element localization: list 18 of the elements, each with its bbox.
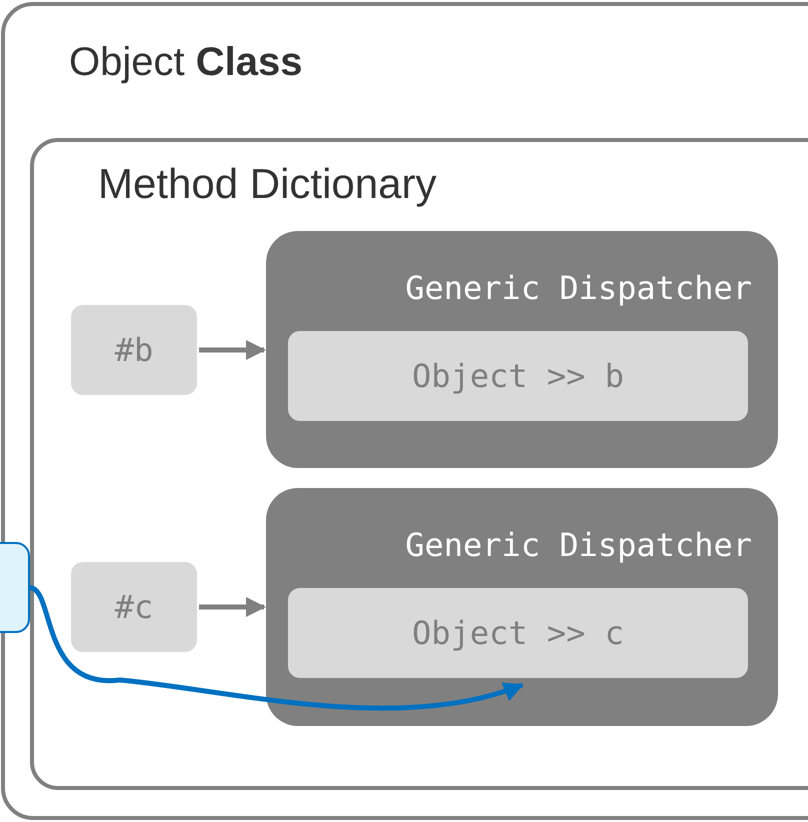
dispatcher-title: Generic Dispatcher	[405, 526, 752, 564]
class-title: Object Class	[69, 40, 302, 85]
arrow	[199, 597, 266, 617]
arrow	[28, 585, 524, 711]
dictionary-title: Method Dictionary	[98, 160, 436, 208]
method-box	[288, 588, 748, 678]
selector-box	[71, 305, 197, 395]
selector-label: #b	[114, 331, 154, 369]
arrow	[199, 340, 266, 360]
method-label: Object >> c	[412, 614, 624, 652]
method-label: Object >> b	[412, 357, 624, 395]
selector-label: #c	[114, 588, 154, 626]
selector-box	[71, 562, 197, 652]
dictionary-box	[30, 138, 808, 790]
dispatcher-box	[266, 488, 778, 726]
method-box	[288, 331, 748, 421]
dispatcher-box	[266, 231, 778, 468]
dispatcher-title: Generic Dispatcher	[405, 269, 752, 307]
